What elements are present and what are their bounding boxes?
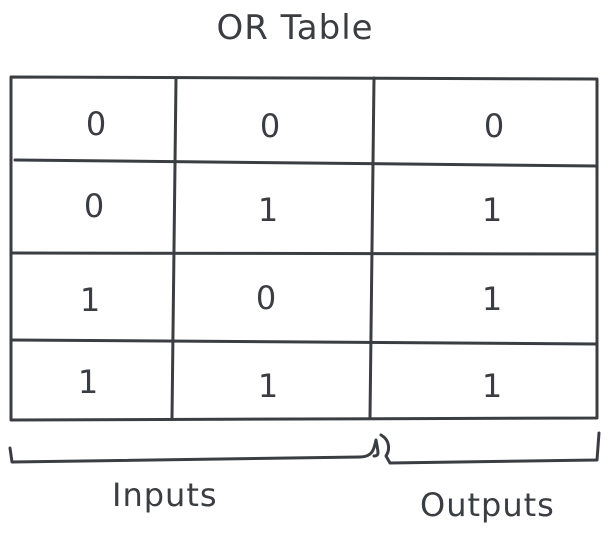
diagram-title: OR Table xyxy=(216,8,374,48)
table-cell: 0 xyxy=(255,279,277,317)
inputs-label: Inputs xyxy=(112,476,218,514)
row-divider xyxy=(9,251,599,256)
table-cell: 0 xyxy=(259,107,281,145)
table-cell: 1 xyxy=(257,367,279,405)
table-cell: 0 xyxy=(483,107,505,145)
row-divider xyxy=(9,338,599,346)
table-cell: 1 xyxy=(481,191,503,229)
column-divider xyxy=(368,76,376,420)
table-cell: 1 xyxy=(79,281,101,319)
table-cell: 1 xyxy=(257,191,279,229)
inputs-brace xyxy=(8,438,380,464)
table-cell: 1 xyxy=(77,363,99,401)
outputs-label: Outputs xyxy=(420,486,555,524)
column-divider xyxy=(170,77,178,420)
table-cell: 0 xyxy=(83,187,105,225)
row-divider xyxy=(13,158,599,168)
table-cell: 1 xyxy=(481,280,503,318)
outputs-brace xyxy=(379,431,601,465)
table-cell: 0 xyxy=(85,105,107,143)
table-cell: 1 xyxy=(481,367,503,405)
table-border xyxy=(9,75,599,422)
